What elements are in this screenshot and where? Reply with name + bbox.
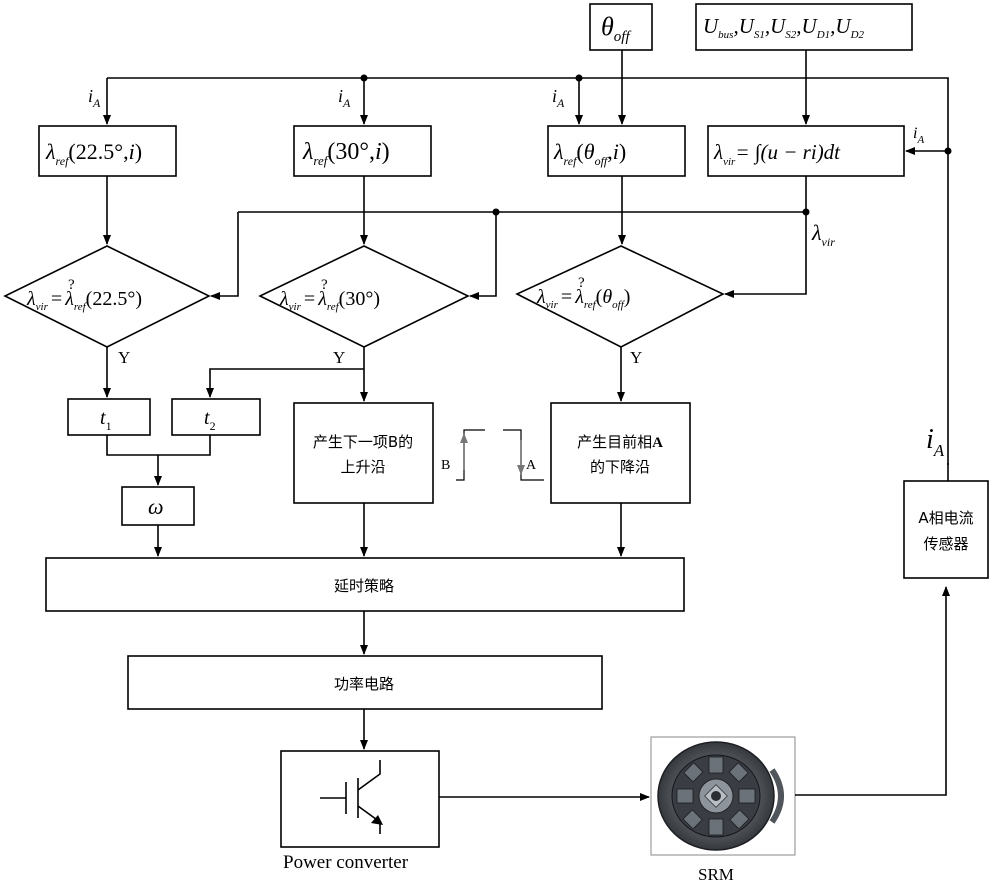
yes-label-2: Y <box>333 348 345 367</box>
svg-text:?: ? <box>321 277 328 293</box>
timer-merge-lines <box>106 435 211 486</box>
srm-motor-label: SRM <box>698 865 734 884</box>
decision-output-lines <box>103 347 625 402</box>
falling-pulse-symbol: A <box>503 429 544 481</box>
delay-strategy-box: 延时策略 <box>45 557 685 612</box>
svg-text:λvir= ∫(u − ri)dt: λvir= ∫(u − ri)dt <box>713 140 841 168</box>
svg-text:延时策略: 延时策略 <box>334 577 394 595</box>
srm-motor-image <box>650 736 796 856</box>
svg-text:λref(30°,i): λref(30°,i) <box>302 139 390 168</box>
svg-text:ω: ω <box>148 494 164 519</box>
current-sensor-box: A相电流 传感器 <box>903 480 989 579</box>
svg-text:λvir=λref(θoff): λvir=λref(θoff) <box>536 286 630 311</box>
decision-diamond-theta-off: λvir=λref(θoff) ? <box>515 245 725 348</box>
current-label-2: iA <box>338 86 351 110</box>
rising-edge-box: 产生下一项B的 上升沿 <box>293 402 434 504</box>
power-circuit-box: 功率电路 <box>127 655 603 710</box>
current-label-1: iA <box>88 86 101 110</box>
motor-to-sensor-line <box>795 586 950 796</box>
svg-text:A相电流: A相电流 <box>918 509 973 527</box>
svg-text:θoff: θoff <box>601 12 631 45</box>
flux-ref-box-22-5: λref(22.5°,i) <box>38 125 177 177</box>
svg-text:B: B <box>441 458 450 473</box>
current-label-3: iA <box>552 86 565 110</box>
flux-ref-box-30: λref(30°,i) <box>293 125 432 177</box>
timer-t2-box: t2 <box>171 398 261 436</box>
power-converter-label: Power converter <box>283 852 409 873</box>
current-feedback-bus <box>103 50 952 465</box>
svg-text:?: ? <box>68 277 75 293</box>
svg-text:λref(22.5°,i): λref(22.5°,i) <box>45 139 142 168</box>
svg-text:?: ? <box>578 275 585 291</box>
yes-label-3: Y <box>630 348 642 367</box>
svg-text:产生目前相A: 产生目前相A <box>577 433 663 451</box>
flux-ref-box-theta-off: λref(θoff,i) <box>547 125 686 177</box>
svg-text:t1: t1 <box>100 407 112 433</box>
svg-text:传感器: 传感器 <box>923 535 968 553</box>
svg-text:功率电路: 功率电路 <box>334 675 394 693</box>
svg-text:的下降沿: 的下降沿 <box>590 458 650 476</box>
speed-omega-box: ω <box>121 486 195 526</box>
svg-text:λvir=λref(22.5°): λvir=λref(22.5°) <box>26 288 142 313</box>
decision-diamond-22-5: λvir=λref(22.5°) ? <box>3 245 211 348</box>
current-label-4: iA <box>913 125 924 146</box>
falling-edge-box: 产生目前相A 的下降沿 <box>550 402 691 504</box>
current-label-sensor: iA <box>926 424 945 460</box>
timer-t1-box: t1 <box>67 398 151 436</box>
svg-text:t2: t2 <box>204 407 216 433</box>
flux-integrator-box: λvir= ∫(u − ri)dt <box>707 125 905 177</box>
decision-diamond-30: λvir=λref(30°) ? <box>258 245 470 348</box>
svg-text:λref(θoff,i): λref(θoff,i) <box>553 139 626 168</box>
svg-text:Ubus,US1,US2,UD1,UD2: Ubus,US1,US2,UD1,UD2 <box>703 14 865 41</box>
svg-text:λvir=λref(30°): λvir=λref(30°) <box>279 288 380 313</box>
flux-virtual-label: λvir <box>811 220 835 249</box>
power-converter-box <box>280 750 440 848</box>
motor-stator-poles <box>676 756 756 836</box>
svg-text:上升沿: 上升沿 <box>340 458 385 476</box>
igbt-transistor-icon <box>320 760 383 834</box>
svg-text:A: A <box>526 458 537 473</box>
rising-pulse-symbol: B <box>441 429 485 481</box>
svg-text:产生下一项B的: 产生下一项B的 <box>313 433 413 451</box>
voltage-inputs-box: Ubus,US1,US2,UD1,UD2 <box>695 3 913 51</box>
flux-virtual-bus <box>103 176 810 300</box>
yes-label-1: Y <box>118 348 130 367</box>
delay-input-lines <box>154 503 625 557</box>
theta-off-input-box: θoff <box>589 3 653 51</box>
